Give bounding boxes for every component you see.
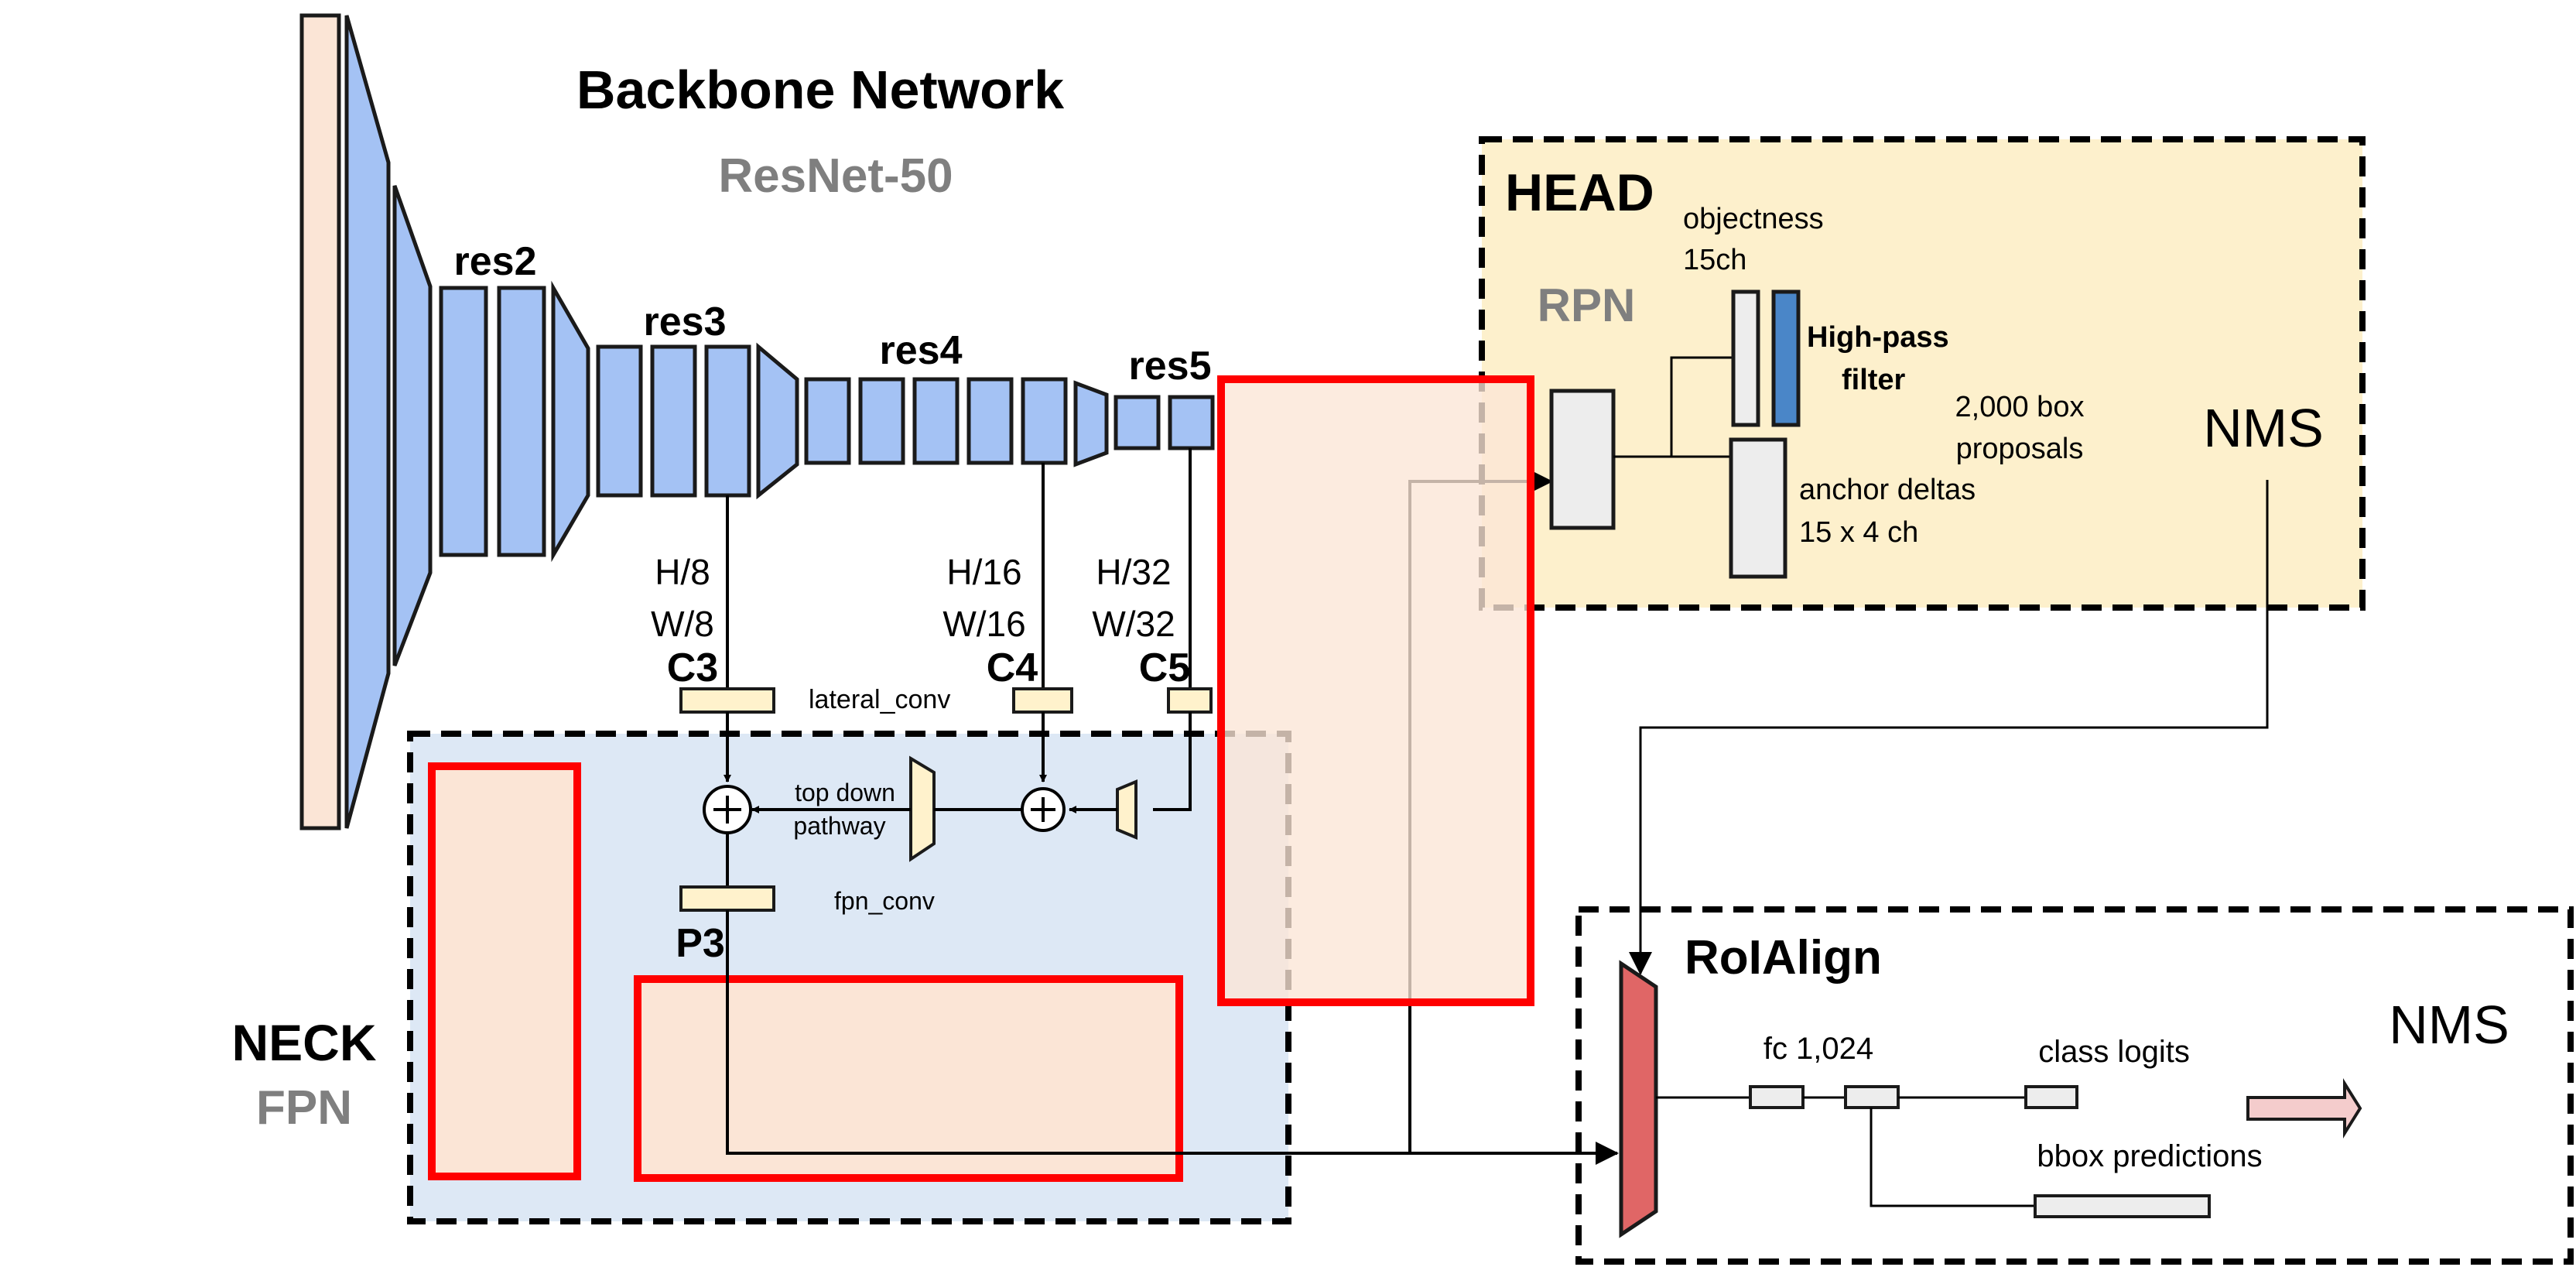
res5-label: res5 [1129,344,1212,389]
res2-label: res2 [454,239,537,284]
c3-w-label: W/8 [651,604,714,644]
proposals-label-2: proposals [1956,433,2084,465]
anchor-deltas-box [1729,437,1787,579]
rpn-label: RPN [1538,279,1636,331]
head-highlight-box [1217,375,1534,1006]
bbox-predictions-label: bbox predictions [2037,1139,2262,1173]
res4-block-2 [858,377,905,465]
high-pass-label-2: filter [1842,364,1906,396]
roialign-title: RoIAlign [1685,931,1882,984]
res4-block-1 [804,377,851,465]
res3-block-3 [704,344,751,498]
class-logits-label: class logits [2038,1035,2190,1069]
rpn-conv-box [1549,389,1616,530]
lateral-conv-c4 [1012,687,1073,714]
fc2-to-bbox [1870,1108,2035,1207]
neck-highlight-left [428,762,581,1180]
upsample-c4 [909,755,936,862]
fpn-conv [679,885,775,912]
class-logits-box [2024,1085,2078,1109]
head-region [1479,136,2366,611]
res4-block-5 [1021,377,1068,465]
upsample-c5 [1116,779,1137,840]
c3-h-label: H/8 [655,552,710,592]
high-pass-filter-box [1771,289,1801,427]
res4-label: res4 [880,328,963,373]
res4-downsample [1073,380,1109,467]
c5-h-label: H/32 [1096,552,1171,592]
fpn-conv-label: fpn_conv [834,887,935,915]
c3-label: C3 [667,645,718,690]
roi-nms-label: NMS [2389,995,2509,1055]
res3-downsample [756,342,799,500]
c4-label: C4 [987,645,1038,690]
neck-subtitle: FPN [256,1081,352,1135]
input-image-bar [299,13,341,830]
objectness-label-2: 15ch [1683,244,1746,276]
neck-title: NECK [231,1014,376,1071]
lateral-conv-c3 [679,687,775,714]
head-nms-label: NMS [2203,398,2324,458]
fc-layer-2 [1844,1085,1900,1109]
lateral-conv-label: lateral_conv [809,685,950,714]
neck-highlight-bottom [634,975,1183,1182]
res2-block-2 [497,286,546,557]
bbox-predictions-box [2034,1194,2211,1218]
proposals-label-1: 2,000 box [1955,391,2085,423]
res2-block-1 [439,286,488,557]
stem-trapezoid-1 [344,15,391,829]
backbone-title: Backbone Network [576,60,1064,120]
anchor-deltas-label-2: 15 x 4 ch [1799,516,1918,549]
fc-label: fc 1,024 [1764,1032,1873,1066]
res5-block-2 [1168,395,1215,450]
p3-label: P3 [676,921,725,966]
head-title: HEAD [1505,163,1654,222]
rpn-branch-up [1670,356,1733,457]
output-arrow [2246,1078,2362,1139]
backbone-subtitle: ResNet-50 [718,149,953,203]
res3-block-1 [596,344,643,498]
p3-output-path [726,910,1619,1165]
objectness-label-1: objectness [1683,203,1824,235]
adder-c4 [1021,787,1066,832]
res2-downsample [551,280,590,563]
c5-to-upsample [1153,712,1192,811]
top-down-label-2: pathway [793,812,885,840]
c5-label: C5 [1139,645,1190,690]
lateral-conv-c5 [1167,687,1213,714]
res3-label: res3 [644,300,727,344]
res5-block-1 [1114,395,1161,450]
anchor-deltas-label-1: anchor deltas [1799,474,1976,506]
c5-w-label: W/32 [1092,604,1175,644]
nms-to-roialign-path [1629,480,2269,975]
fc-layer-1 [1749,1085,1805,1109]
c4-h-label: H/16 [946,552,1021,592]
res4-block-4 [966,377,1014,465]
objectness-box [1731,289,1760,427]
c4-w-label: W/16 [942,604,1025,644]
res3-block-2 [650,344,697,498]
res4-block-3 [912,377,960,465]
high-pass-label-1: High-pass [1807,321,1949,354]
top-down-label-1: top down [795,779,895,806]
stem-trapezoid-2 [392,185,433,666]
roialign-block [1619,960,1658,1238]
adder-c3 [703,785,752,834]
